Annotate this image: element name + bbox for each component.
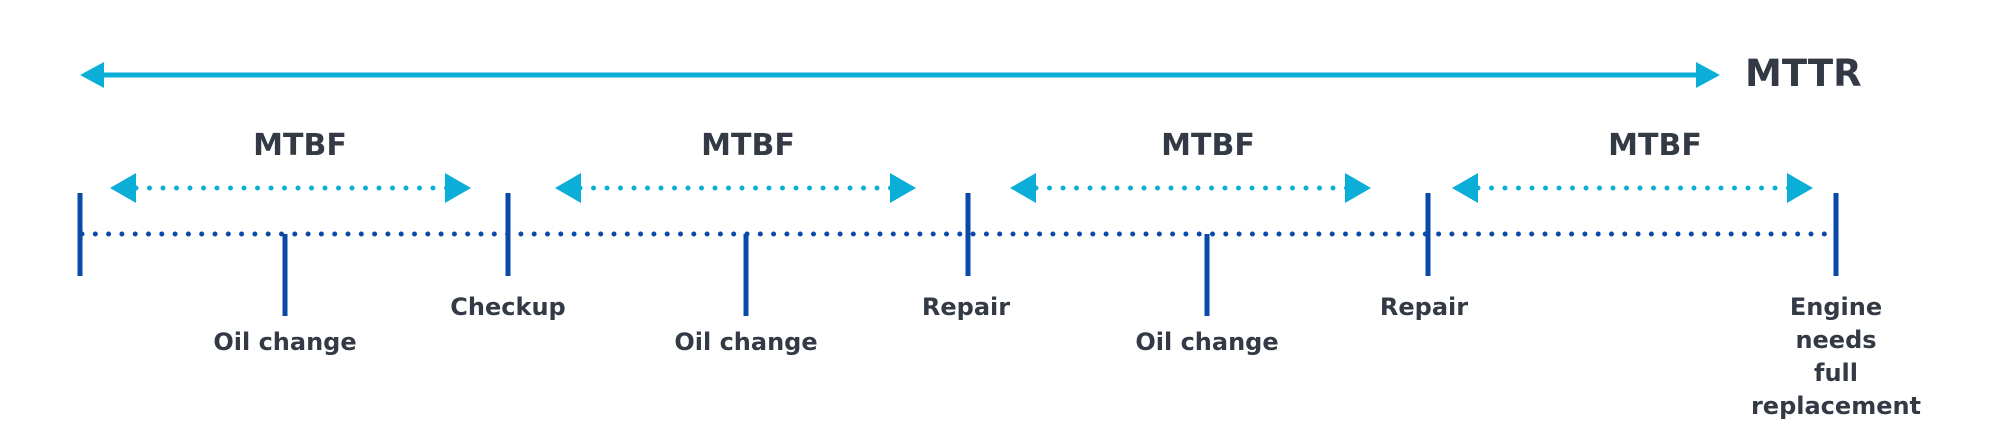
repair-2-label: Repair bbox=[1379, 293, 1469, 321]
mtbf-arrow-3-right-head bbox=[1345, 173, 1371, 203]
engine-replacement-label: Engine needs full replacement bbox=[1750, 293, 1922, 420]
mtbf-arrow-3 bbox=[1010, 173, 1371, 203]
repair-1-label: Repair bbox=[921, 293, 1011, 321]
mttr-arrow-left-head bbox=[80, 62, 104, 88]
mtbf-arrow-4-right-head bbox=[1787, 173, 1813, 203]
mtbf-arrow-1-left-head bbox=[110, 173, 136, 203]
mttr-arrow-right-head bbox=[1696, 62, 1720, 88]
oil-change-1-label: Oil change bbox=[213, 328, 357, 356]
mtbf-arrow-3-left-head bbox=[1010, 173, 1036, 203]
mtbf-label-3: MTBF bbox=[1161, 128, 1255, 163]
mtbf-label-4: MTBF bbox=[1608, 128, 1702, 163]
oil-change-3-label: Oil change bbox=[1135, 328, 1279, 356]
mttr-label: MTTR bbox=[1745, 52, 1862, 95]
mtbf-arrow-2-left-head bbox=[555, 173, 581, 203]
mttr-arrow bbox=[80, 62, 1720, 88]
mtbf-arrow-4-left-head bbox=[1452, 173, 1478, 203]
oil-change-2-label: Oil change bbox=[674, 328, 818, 356]
mtbf-arrow-2-right-head bbox=[890, 173, 916, 203]
mtbf-arrow-2 bbox=[555, 173, 916, 203]
mtbf-arrow-4 bbox=[1452, 173, 1813, 203]
mtbf-label-2: MTBF bbox=[701, 128, 795, 163]
mtbf-label-1: MTBF bbox=[253, 128, 347, 163]
mtbf-arrow-1 bbox=[110, 173, 471, 203]
mtbf-arrow-1-right-head bbox=[445, 173, 471, 203]
checkup-label: Checkup bbox=[450, 293, 566, 321]
